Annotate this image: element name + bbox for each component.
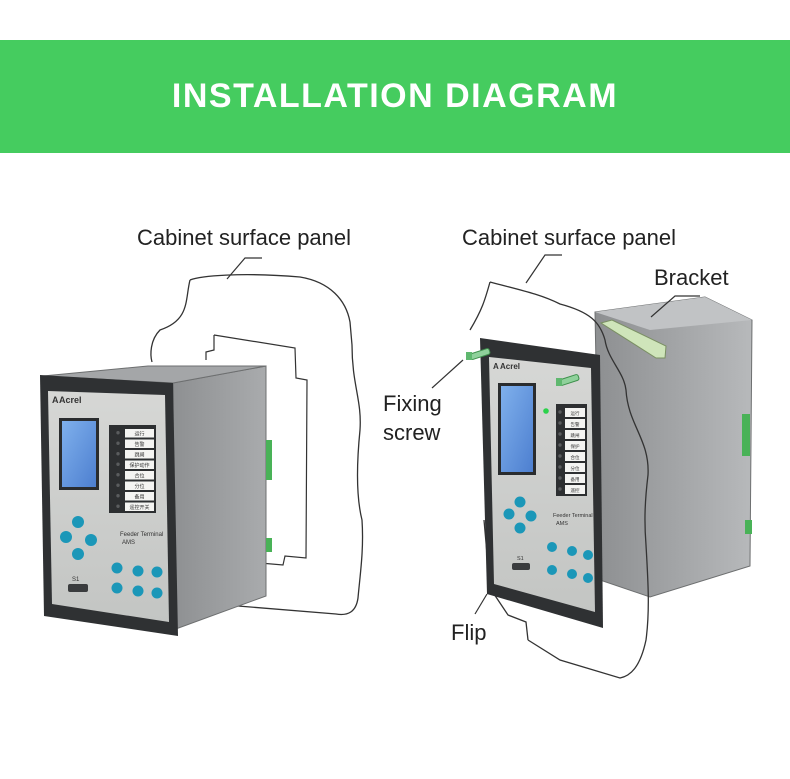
device-rear-body [594, 296, 753, 598]
right-indicator-led-1 [558, 421, 562, 425]
left-indicator-label-box-5 [125, 481, 154, 490]
bracket [599, 319, 667, 359]
right-indicator-led-6 [558, 476, 562, 480]
svg-text:A: A [493, 362, 499, 371]
fixing-screw-side [556, 374, 580, 386]
nav-keypad[interactable] [60, 516, 97, 560]
right-indicator-label-box-5 [565, 463, 585, 472]
left-indicator-led-5 [116, 483, 120, 487]
right-indicator-label-7: 遥控 [571, 487, 580, 494]
left-indicator-label-1: 告警 [134, 441, 144, 448]
fixing-screw-label-line1: Fixing [383, 391, 442, 416]
right-indicator-label-1: 告警 [571, 421, 580, 428]
left-indicator-label-box-6 [125, 492, 154, 501]
left-indicator-label-box-3 [125, 460, 154, 469]
right-indicator-label-box-2 [565, 430, 585, 439]
left-indicator-led-2 [116, 452, 120, 456]
right-indicator-label-2: 跳闸 [571, 432, 580, 439]
right-indicator-led-3 [558, 443, 562, 447]
left-indicator-led-3 [116, 462, 120, 466]
left-indicator-label-box-7 [125, 502, 154, 511]
right-indicator-led-7 [558, 487, 562, 491]
right-indicator-label-box-1 [565, 419, 585, 428]
right-indicator-label-box-4 [565, 452, 585, 461]
function-buttons-right[interactable] [547, 542, 593, 583]
left-indicator-led-0 [116, 431, 120, 435]
cabinet-panel-outline-right [489, 281, 649, 679]
page-title: INSTALLATION DIAGRAM [171, 77, 619, 115]
left-indicator-label-7: 遥控开关 [129, 504, 149, 511]
right-indicator-led-5 [558, 465, 562, 469]
port-label: S1 [72, 577, 80, 583]
right-indicator-label-box-6 [565, 474, 585, 483]
left-indicator-led-4 [116, 473, 120, 477]
port-label-right: S1 [517, 556, 524, 562]
left-indicator-led-7 [116, 504, 120, 508]
fixing-screw-top [466, 348, 491, 360]
left-indicator-label-box-2 [125, 450, 154, 459]
terminal-block [266, 440, 272, 480]
left-indicator-label-3: 保护动作 [129, 462, 149, 469]
cabinet-panel-outline [171, 274, 364, 616]
device-model-line2-right: AMS [556, 521, 568, 527]
run-led-right [543, 408, 549, 414]
left-indicator-label-2: 跳闸 [134, 452, 144, 459]
left-indicator-label-5: 分位 [134, 483, 144, 490]
flip-label: Flip [451, 620, 486, 645]
right-indicator-label-3: 保护 [571, 443, 580, 450]
fixing-screw-label-line2: screw [383, 420, 441, 445]
device-model-line2: AMS [122, 540, 135, 546]
device-model-line1: Feeder Terminal [120, 532, 163, 538]
device-side [172, 365, 267, 631]
right-indicator-led-4 [558, 454, 562, 458]
cabinet-panel-label-right: Cabinet surface panel [462, 225, 676, 250]
left-indicator-label-box-4 [125, 471, 154, 480]
right-indicator-label-0: 运行 [571, 410, 580, 417]
lcd-screen-right [501, 386, 533, 472]
serial-port-right [512, 563, 530, 570]
brand-name-right: Acrel [500, 362, 520, 371]
right-indicator-label-box-0 [565, 408, 585, 417]
left-indicator-label-box-0 [125, 429, 154, 438]
nav-keypad-right[interactable] [503, 496, 537, 534]
brand-name: Acrel [59, 395, 82, 405]
function-buttons[interactable] [111, 562, 163, 599]
bracket-label: Bracket [654, 265, 729, 290]
left-indicator-led-6 [116, 494, 120, 498]
lcd-screen [62, 421, 96, 487]
right-indicator-led-0 [558, 410, 562, 414]
right-indicator-label-box-3 [565, 441, 585, 450]
left-view: Cabinet surface panel A Acrel 运行告警跳闸保护动作… [40, 225, 364, 636]
right-indicator-led-2 [558, 432, 562, 436]
right-indicator-label-box-7 [565, 485, 585, 494]
serial-port [68, 584, 88, 592]
left-indicator-led-1 [116, 441, 120, 445]
right-indicator-label-6: 备用 [571, 476, 580, 483]
panel-cutout [213, 334, 308, 566]
title-banner: INSTALLATION DIAGRAM [0, 40, 790, 153]
device-model-line1-right: Feeder Terminal [553, 513, 593, 519]
brand-logo: A [52, 395, 59, 405]
left-indicator-label-6: 备用 [134, 494, 144, 501]
left-indicator-label-0: 运行 [134, 431, 144, 438]
right-indicator-label-5: 分位 [571, 465, 580, 472]
left-indicator-label-4: 合位 [134, 473, 144, 480]
left-indicator-label-box-1 [125, 439, 154, 448]
cabinet-panel-label: Cabinet surface panel [137, 225, 351, 250]
right-view: Bracket Cabinet surface panel A Acrel 运行… [383, 225, 753, 679]
right-indicator-label-4: 合位 [571, 454, 580, 461]
